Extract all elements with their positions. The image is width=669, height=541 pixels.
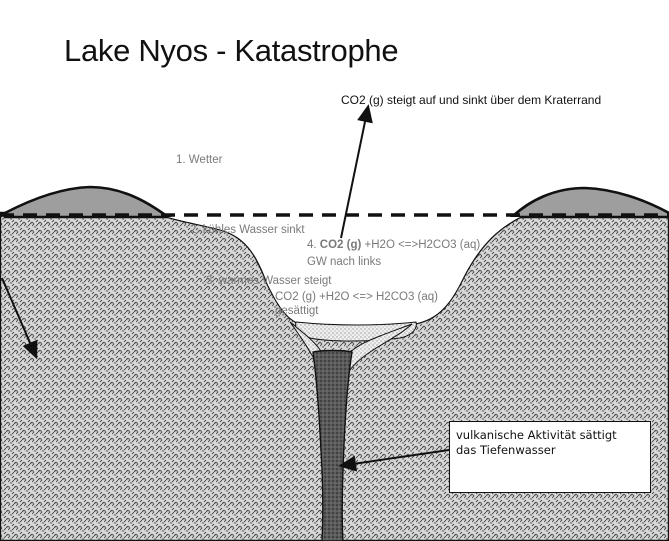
volcanic-conduit (312, 349, 353, 541)
warm-water-equation: CO2 (g) +H2O <=> H2CO3 (aq) gesättigt (275, 290, 438, 319)
weather-label: 1. Wetter (176, 154, 223, 166)
volcanic-activity-arrow (338, 449, 450, 472)
warm-water-saturated: gesättigt (275, 305, 319, 318)
co2-rise-arrow (340, 104, 373, 239)
volcanic-activity-line1: vulkanische Aktivität sättigt (456, 428, 617, 442)
lake-water (168, 217, 520, 326)
right-crater-rim (508, 186, 669, 219)
step4-co2: CO2 (g) (319, 239, 362, 251)
cool-water-label: 2. kühles Wasser sinkt (190, 224, 305, 236)
step4-reaction: +H2O <=>H2CO3 (aq) (364, 239, 481, 251)
equilibrium-shift-label: GW nach links (307, 256, 382, 268)
volcanic-activity-box: vulkanische Aktivität sättigt das Tiefen… (449, 421, 651, 493)
step4-equation: 4. CO2 (g) +H2O <=>H2CO3 (aq) (307, 238, 480, 252)
left-crater-rim (3, 185, 172, 219)
volcanic-activity-line2: das Tiefenwasser (456, 442, 556, 457)
warm-water-equation-line: CO2 (g) +H2O <=> H2CO3 (aq) (275, 291, 438, 303)
step4-number: 4. (307, 239, 317, 251)
volcanic-activity-text: vulkanische Aktivität sättigt das Tiefen… (456, 428, 617, 458)
diagram-title: Lake Nyos - Katastrophe (64, 33, 399, 68)
co2-rise-label: CO2 (g) steigt auf und sinkt über dem Kr… (341, 93, 602, 107)
left-flow-arrow (1, 277, 38, 360)
warm-water-label: 3. warmes Wasser steigt (206, 275, 332, 287)
